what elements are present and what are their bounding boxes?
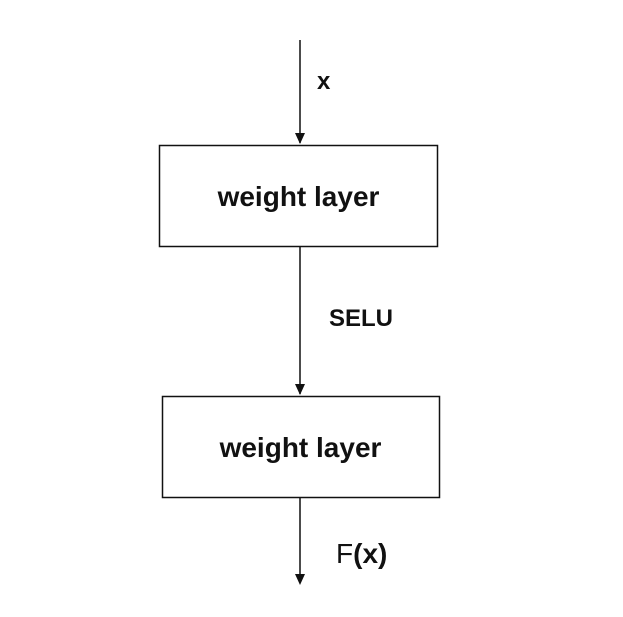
activation-label: SELU	[329, 305, 393, 332]
output-label-open: (	[353, 538, 363, 569]
output-label: F(x)	[336, 538, 387, 569]
weight-layer-label-1: weight layer	[217, 181, 380, 212]
input-arrowhead	[295, 133, 305, 144]
weight-layer-box-1: weight layer	[158, 144, 439, 248]
activation-arrowhead	[295, 384, 305, 395]
weight-layer-box-2: weight layer	[161, 395, 441, 499]
input-label: x	[317, 68, 331, 95]
output-label-var: x	[362, 538, 378, 569]
output-arrowhead	[295, 574, 305, 585]
weight-layer-label-2: weight layer	[219, 432, 382, 463]
output-label-prefix: F	[336, 538, 353, 569]
output-label-close: )	[378, 538, 387, 569]
